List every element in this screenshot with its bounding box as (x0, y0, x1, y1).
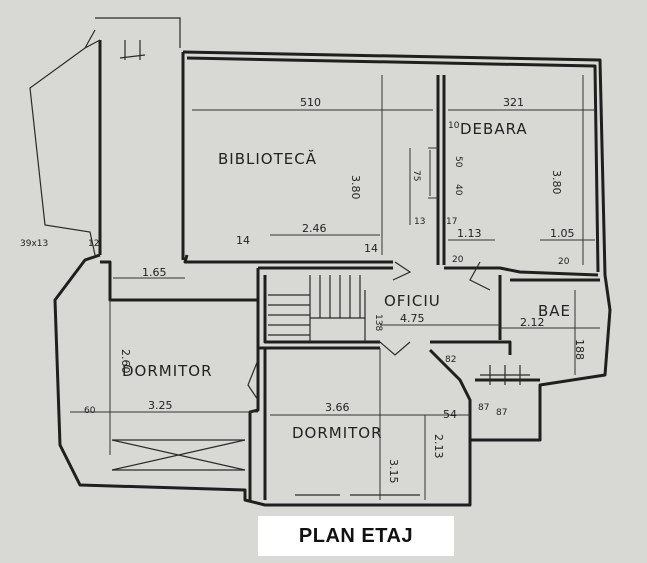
dim-20-a: 20 (452, 255, 464, 265)
dim-475: 4.75 (400, 312, 425, 325)
room-labels: BIBLIOTECĂ DEBARA OFICIU BAE DORMITOR DO… (122, 120, 571, 442)
dim-12: 12 (88, 239, 99, 249)
staircase (268, 275, 366, 342)
dim-60: 60 (84, 406, 96, 416)
dim-510: 510 (300, 96, 321, 109)
dim-87-b: 87 (496, 408, 507, 418)
dim-40: 40 (453, 184, 463, 196)
dim-20-b: 20 (558, 257, 570, 267)
title-box: PLAN ETAJ (258, 516, 454, 556)
dim-87-a: 87 (478, 403, 489, 413)
dim-113: 1.13 (457, 227, 482, 240)
dim-325: 3.25 (148, 399, 173, 412)
dimension-labels: 510 321 3.80 3.80 2.46 14 14 1.65 4.75 2… (20, 96, 586, 484)
dim-54: 54 (443, 408, 457, 421)
dim-138: 138 (373, 314, 383, 331)
dim-212: 2.12 (520, 316, 545, 329)
dim-321: 321 (503, 96, 524, 109)
balcony-outline (29, 17, 181, 256)
dim-165: 1.65 (142, 266, 167, 279)
dim-17: 17 (446, 217, 457, 227)
interior-walls (100, 75, 600, 500)
plan-title: PLAN ETAJ (298, 524, 414, 547)
dim-260: 2.60 (119, 349, 132, 374)
dim-13: 13 (414, 217, 425, 227)
dim-366: 3.66 (325, 401, 350, 414)
dim-188: 188 (573, 339, 586, 360)
dim-14-b: 14 (364, 242, 378, 255)
dim-105: 1.05 (550, 227, 575, 240)
room-label-debara: DEBARA (460, 120, 528, 138)
dim-75: 75 (411, 170, 421, 181)
dim-14-a: 14 (236, 234, 250, 247)
dim-39x13: 39x13 (20, 239, 48, 249)
dim-213: 2.13 (432, 434, 445, 459)
dim-315: 3.15 (387, 459, 400, 484)
room-label-dormitor-right: DORMITOR (292, 424, 383, 442)
dim-10: 10 (448, 121, 460, 131)
room-label-oficiu: OFICIU (384, 292, 441, 310)
outer-walls (53, 40, 612, 507)
dim-246: 2.46 (302, 222, 327, 235)
room-label-dormitor-left: DORMITOR (122, 362, 213, 380)
dim-380-left: 3.80 (349, 175, 362, 200)
dimension-lines (70, 75, 600, 500)
room-label-bae: BAE (538, 302, 571, 320)
dim-380-right: 3.80 (550, 170, 563, 195)
dim-82: 82 (445, 355, 456, 365)
dim-50: 50 (453, 156, 463, 168)
room-label-biblioteca: BIBLIOTECĂ (218, 149, 317, 168)
